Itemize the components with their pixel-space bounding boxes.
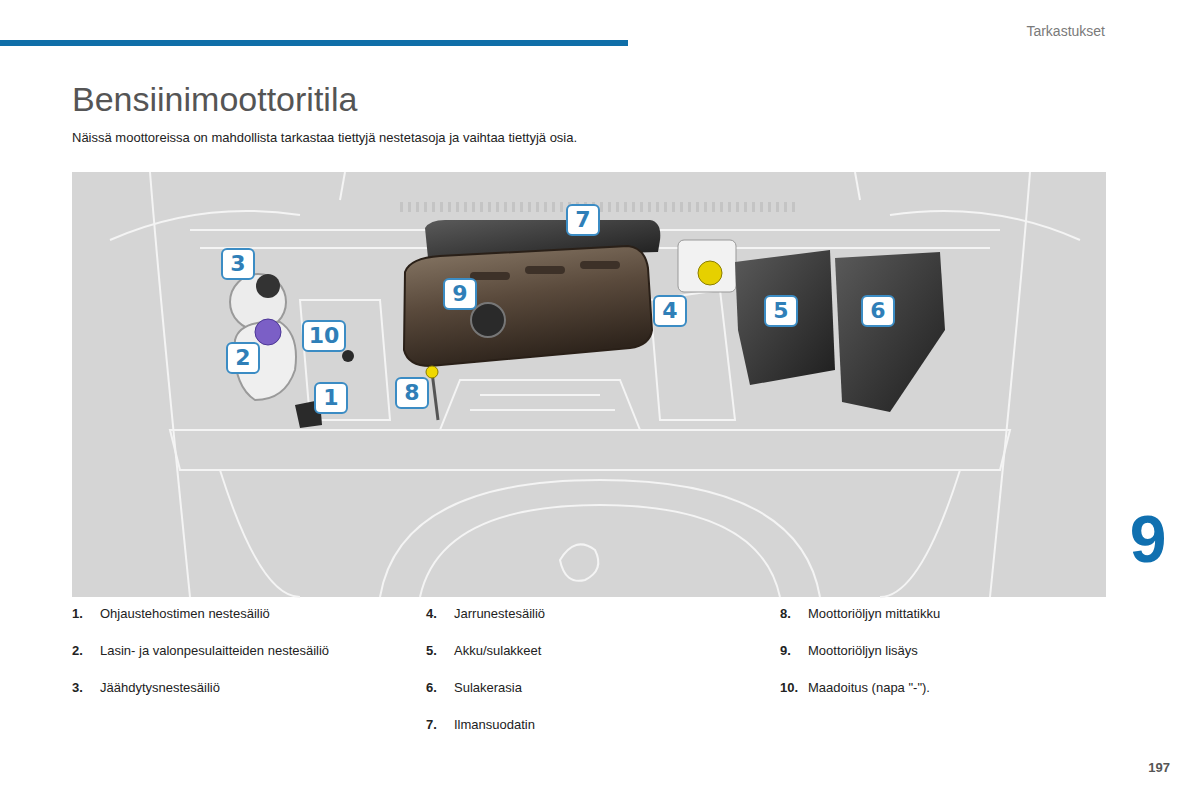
item-text: Moottoriöljyn lisäys <box>808 643 918 659</box>
top-bar <box>0 40 628 46</box>
ground-point <box>342 350 354 362</box>
item-text: Jarrunestesäiliö <box>454 606 545 622</box>
callout-badge: 5 <box>764 295 798 327</box>
item-number: 4. <box>426 606 437 622</box>
callout-badge: 7 <box>566 204 600 236</box>
item-text: Lasin- ja valonpesulaitteiden nestesäili… <box>100 643 329 659</box>
coolant-cap <box>256 274 280 298</box>
callout-number: 4 <box>662 300 677 322</box>
item-text: Ilmansuodatin <box>454 717 535 733</box>
callout-number: 7 <box>575 209 590 231</box>
callout-badge: 9 <box>443 278 477 310</box>
callout-number: 5 <box>773 300 788 322</box>
callout-badge: 1 <box>314 382 348 414</box>
callout-badge: 6 <box>861 295 895 327</box>
item-number: 2. <box>72 643 83 659</box>
callout-number: 2 <box>235 347 250 369</box>
battery <box>735 250 835 385</box>
callout-badge: 4 <box>653 295 687 327</box>
engine-cover-ribs <box>470 261 620 280</box>
item-text: Sulakerasia <box>454 680 522 696</box>
item-number: 3. <box>72 680 83 696</box>
item-number: 6. <box>426 680 437 696</box>
oil-cap <box>471 303 505 337</box>
engine-cover <box>404 246 652 366</box>
callout-number: 3 <box>230 253 245 275</box>
callout-badge: 2 <box>226 342 260 374</box>
brake-cap <box>698 261 722 285</box>
item-text: Akku/sulakkeet <box>454 643 541 659</box>
chapter-number: 9 <box>1130 500 1167 579</box>
item-text: Ohjaustehostimen nestesäiliö <box>100 606 270 622</box>
callout-number: 1 <box>323 387 338 409</box>
section-header: Tarkastukset <box>1026 23 1105 40</box>
washer-cap <box>255 319 281 345</box>
callout-number: 9 <box>452 283 467 305</box>
item-number: 8. <box>780 606 791 622</box>
callout-number: 6 <box>870 300 885 322</box>
grille-slats <box>400 206 800 208</box>
item-number: 9. <box>780 643 791 659</box>
dipstick <box>432 372 438 420</box>
item-number: 10. <box>780 680 798 696</box>
item-text: Moottoriöljyn mittatikku <box>808 606 940 622</box>
item-text: Jäähdytysnestesäiliö <box>100 680 220 696</box>
callout-number: 10 <box>309 325 340 347</box>
callout-badge: 3 <box>221 248 255 280</box>
callout-badge: 8 <box>395 377 429 409</box>
dipstick-handle <box>426 366 438 378</box>
brake-reservoir <box>678 240 736 292</box>
fuse-box <box>835 252 945 412</box>
item-text: Maadoitus (napa "-"). <box>808 680 930 696</box>
callout-badge: 10 <box>302 320 347 352</box>
illustration-ground <box>72 172 1106 597</box>
line-drawing <box>110 172 1080 597</box>
page-title: Bensiinimoottoritila <box>72 80 357 119</box>
item-number: 1. <box>72 606 83 622</box>
page-number: 197 <box>1148 760 1170 776</box>
intro-text: Näissä moottoreissa on mahdollista tarka… <box>72 130 577 145</box>
item-number: 5. <box>426 643 437 659</box>
item-number: 7. <box>426 717 437 733</box>
callout-number: 8 <box>404 382 419 404</box>
